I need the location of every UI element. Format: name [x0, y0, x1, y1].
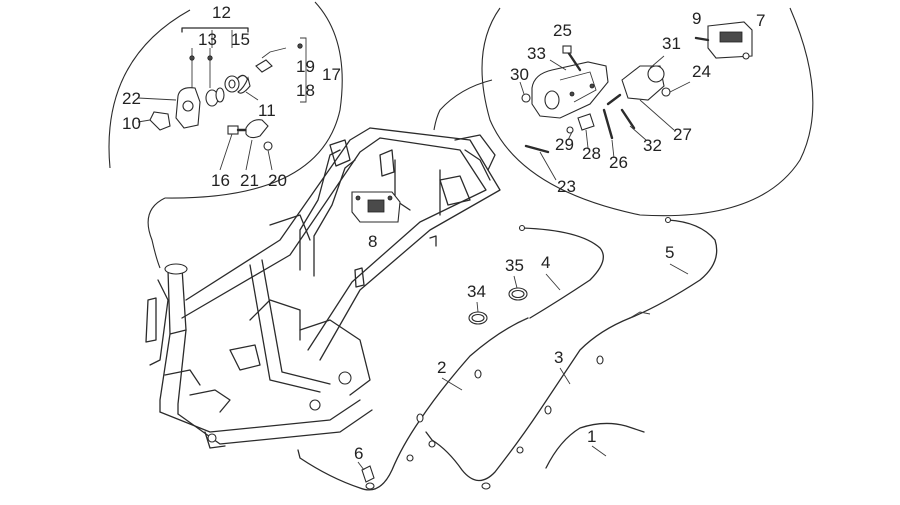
- part-number-label-28: 28: [582, 144, 601, 163]
- part-number-label-5: 5: [665, 243, 674, 262]
- part-8-bracket: [351, 191, 401, 223]
- part-number-label-33: 33: [527, 44, 546, 63]
- right-detail-bubble: [433, 7, 814, 217]
- part-number-label-27: 27: [673, 125, 692, 144]
- part-number-label-26: 26: [609, 153, 628, 172]
- part-number-label-1: 1: [587, 427, 596, 446]
- part-number-label-3: 3: [554, 348, 563, 367]
- part-number-label-32: 32: [643, 136, 662, 155]
- part-number-label-17: 17: [322, 65, 341, 84]
- part-number-label-29: 29: [555, 135, 574, 154]
- part-number-label-12: 12: [212, 3, 231, 22]
- part-number-label-30: 30: [510, 65, 529, 84]
- part-number-label-24: 24: [692, 62, 711, 81]
- left-bubble-parts: [137, 27, 307, 171]
- part-number-label-10: 10: [122, 114, 141, 133]
- left-detail-bubble: [108, 1, 343, 269]
- part-number-label-4: 4: [541, 253, 550, 272]
- part-number-label-16: 16: [211, 171, 230, 190]
- part-number-label-11: 11: [258, 101, 276, 120]
- part-number-label-21: 21: [240, 171, 259, 190]
- part-number-label-7: 7: [756, 11, 765, 30]
- part-number-label-2: 2: [437, 358, 446, 377]
- part-number-label-8: 8: [368, 232, 377, 251]
- part-number-label-25: 25: [553, 21, 572, 40]
- part-number-label-9: 9: [692, 9, 701, 28]
- part-number-label-31: 31: [662, 34, 681, 53]
- part-number-label-20: 20: [268, 171, 287, 190]
- brake-cables: [297, 216, 718, 491]
- part-number-label-22: 22: [122, 89, 141, 108]
- part-number-label-18: 18: [296, 81, 315, 100]
- part-number-label-15: 15: [231, 30, 250, 49]
- scooter-frame: [145, 127, 501, 449]
- part-number-label-23: 23: [557, 177, 576, 196]
- part-number-label-34: 34: [467, 282, 486, 301]
- part-number-label-6: 6: [354, 444, 363, 463]
- part-number-label-35: 35: [505, 256, 524, 275]
- right-bubble-parts: [519, 21, 753, 181]
- part-number-label-13: 13: [198, 30, 217, 49]
- part-number-label-19: 19: [296, 57, 315, 76]
